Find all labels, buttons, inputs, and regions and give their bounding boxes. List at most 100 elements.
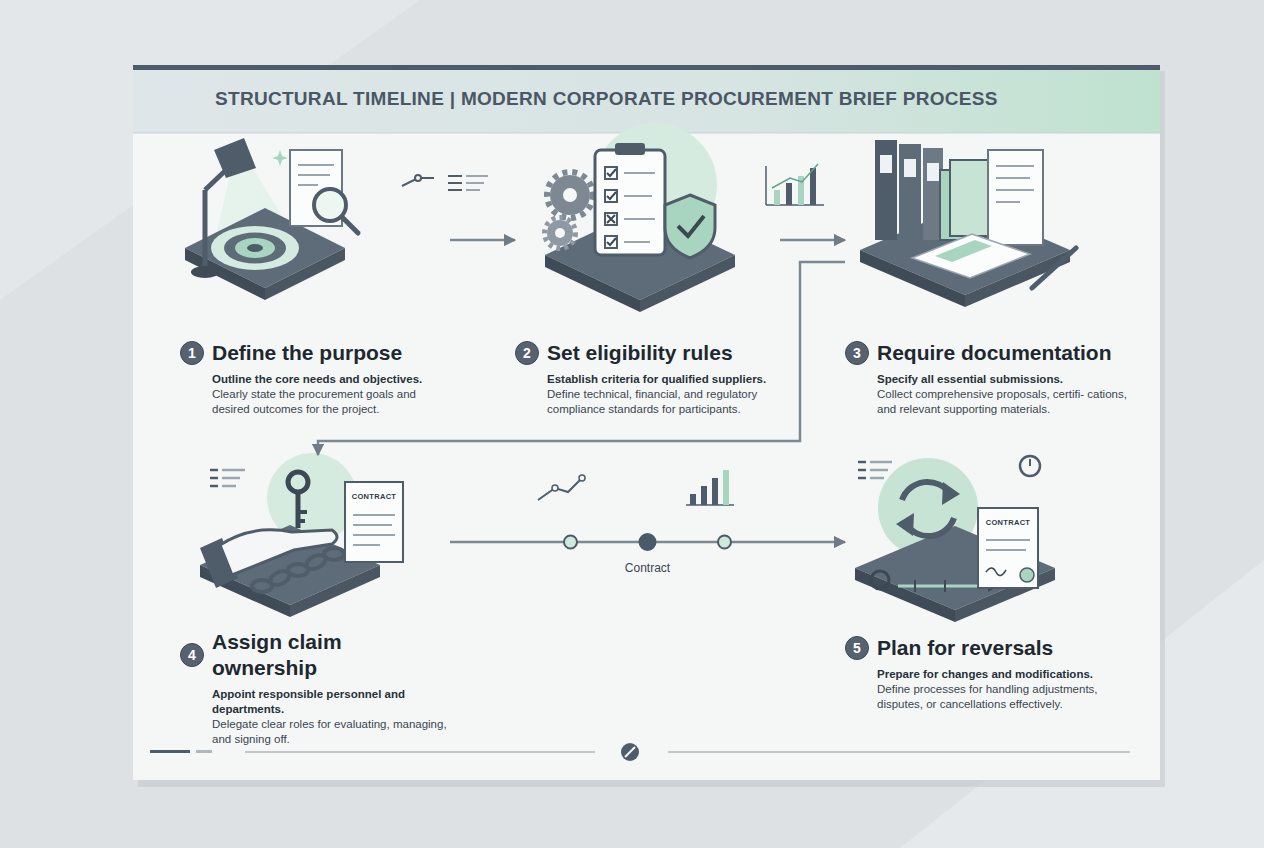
- illustration-shape: [858, 461, 866, 464]
- illustration-shape: [950, 160, 990, 236]
- illustration-shape: [942, 482, 960, 505]
- illustration-shape: [858, 477, 866, 480]
- illustration-shape: [466, 189, 480, 191]
- step-heading-row: 2 Set eligibility rules: [515, 340, 780, 366]
- step-lead-text: Establish criteria for qualified supplie…: [547, 372, 780, 387]
- illustration-shape: [448, 175, 462, 177]
- illustration-shape: [986, 539, 1030, 541]
- step-heading: Assign claim ownership: [212, 629, 450, 681]
- illustration-shape: [545, 218, 576, 249]
- illustration-shape: [978, 508, 1038, 588]
- illustration-shape: [214, 138, 256, 178]
- illustration-shape: [786, 183, 792, 205]
- purpose-illustration: [185, 138, 358, 300]
- illustration-shape: [1020, 568, 1034, 582]
- step-heading: Define the purpose: [212, 340, 402, 366]
- step-heading-row: 1 Define the purpose: [180, 340, 450, 366]
- illustration-shape: [298, 184, 318, 186]
- step-description: Prepare for changes and modifications.De…: [877, 667, 1135, 712]
- illustration-shape: [324, 548, 344, 560]
- step-number-circle: 5: [845, 636, 869, 660]
- illustration-shape: [298, 510, 307, 514]
- illustration-shape: [196, 750, 212, 753]
- illustration-shape: [668, 751, 1130, 753]
- eligibility-illustration: [545, 123, 736, 312]
- illustration-shape: [211, 226, 299, 270]
- illustration-shape: [665, 195, 715, 258]
- illustration-shape: [624, 218, 655, 220]
- step-lead-text: Specify all essential submissions.: [877, 372, 1135, 387]
- document-label: CONTRACT: [352, 492, 396, 501]
- illustration-shape: [415, 175, 421, 181]
- mini-chart: [538, 470, 734, 505]
- illustration-shape: [912, 234, 1030, 278]
- illustration-shape: [298, 519, 305, 523]
- header-rule: [133, 65, 1160, 70]
- illustration-shape: [871, 571, 889, 589]
- illustration-shape: [298, 164, 334, 166]
- illustration-shape: [712, 478, 718, 505]
- illustration-shape: [222, 469, 245, 472]
- step-lead-text: Outline the core needs and objectives.: [212, 372, 450, 387]
- illustration-shape: [235, 238, 275, 258]
- illustration-shape: [914, 580, 916, 592]
- illustration-shape: [298, 174, 330, 176]
- illustration-shape: [150, 750, 190, 753]
- diagram-title: STRUCTURAL TIMELINE | MODERN CORPORATE P…: [215, 88, 998, 110]
- illustration-shape: [288, 472, 308, 492]
- illustration-shape: [625, 747, 635, 757]
- footer: [150, 743, 1130, 761]
- illustration-shape: [607, 169, 616, 245]
- step-description: Appoint responsible personnel and depart…: [212, 687, 450, 747]
- illustration-shape: [547, 220, 573, 246]
- illustration-shape: [723, 470, 729, 505]
- document-label: CONTRACT: [986, 518, 1030, 527]
- timeline-dot: [564, 536, 577, 549]
- illustration-shape: [353, 534, 395, 536]
- illustration-shape: [466, 182, 484, 184]
- step-number-circle: 2: [515, 341, 539, 365]
- illustration-shape: [247, 244, 263, 252]
- illustration-shape: [353, 524, 392, 526]
- step-heading: Set eligibility rules: [547, 340, 733, 366]
- illustration-shape: [855, 568, 955, 622]
- step-body-text: Define technical, financial, and regulat…: [547, 387, 780, 417]
- illustration-shape: [222, 485, 236, 488]
- step-heading: Plan for reversals: [877, 635, 1053, 661]
- step-heading-row: 3Require documentation: [845, 340, 1135, 366]
- illustration-shape: [550, 175, 590, 215]
- illustration-shape: [353, 514, 395, 516]
- illustration-shape: [210, 477, 218, 480]
- mini-chart: [402, 175, 488, 190]
- illustration-shape: [448, 189, 462, 191]
- illustration-shape: [245, 751, 595, 753]
- illustration-shape: [205, 170, 226, 190]
- illustration-shape: [345, 482, 403, 562]
- illustration-shape: [615, 143, 645, 155]
- illustration-shape: [996, 165, 1034, 167]
- connector-arrow: [780, 239, 845, 242]
- illustration-shape: [224, 233, 286, 264]
- reversal-illustration: [855, 456, 1055, 622]
- step-lead-text: Appoint responsible personnel and depart…: [212, 687, 450, 717]
- illustration-shape: [353, 544, 380, 546]
- illustration-shape: [904, 159, 916, 177]
- step-number-circle: 1: [180, 341, 204, 365]
- step-body-text: Collect comprehensive proposals, certifi…: [877, 387, 1135, 417]
- illustration-shape: [210, 485, 218, 488]
- illustration-shape: [538, 478, 582, 500]
- illustration-shape: [220, 530, 337, 575]
- illustration-shape: [772, 164, 818, 188]
- illustration-shape: [624, 241, 650, 243]
- illustration-shape: [986, 568, 1006, 576]
- mini-bar-chart: [766, 164, 824, 205]
- process-step: 5 Plan for reversalsPrepare for changes a…: [845, 455, 1135, 712]
- step-heading-row: 4Assign claim ownership: [180, 629, 450, 681]
- illustration-shape: [927, 163, 939, 181]
- illustration-shape: [875, 140, 897, 240]
- illustration-shape: [605, 213, 617, 225]
- panel: [133, 65, 1160, 780]
- illustration-shape: [555, 228, 565, 238]
